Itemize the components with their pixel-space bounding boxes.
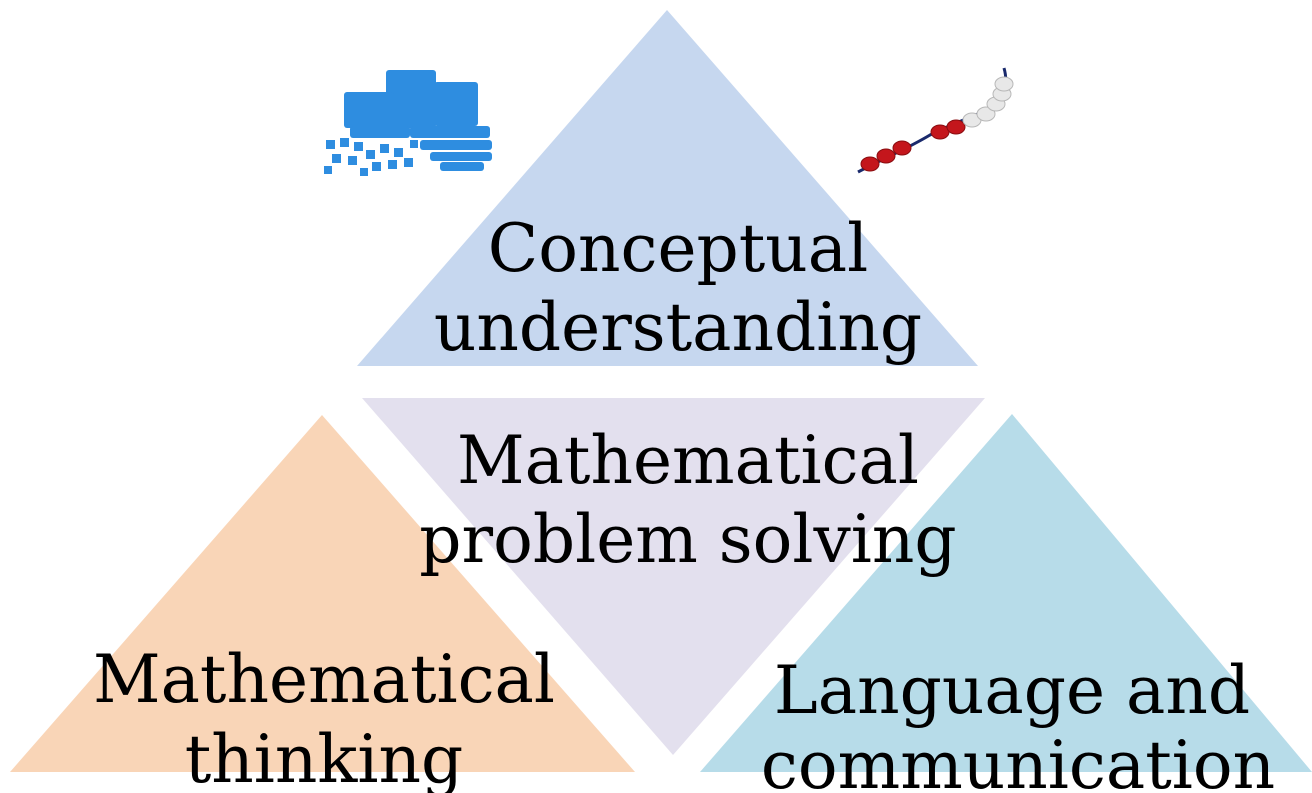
label-mathematical-thinking-line1: Mathematical [93, 641, 555, 718]
label-mathematical-thinking-line2: thinking [185, 721, 464, 793]
triangle-left [10, 415, 635, 772]
bead [946, 119, 966, 135]
bead [976, 106, 996, 122]
base-ten-blocks-picture [324, 70, 492, 176]
label-problem-solving-line2: problem solving [419, 501, 956, 578]
bead [860, 156, 880, 172]
bead-string-picture [857, 67, 1014, 174]
label-conceptual-understanding-line2: understanding [434, 289, 922, 366]
triangle-right [700, 414, 1312, 772]
label-language-communication-line1: Language and [774, 652, 1250, 729]
triangle-top [357, 10, 978, 366]
triangle-center [362, 398, 985, 755]
bead [876, 148, 896, 164]
label-language-communication-line2: communication [761, 727, 1275, 793]
bead [994, 76, 1014, 92]
bead [892, 140, 912, 156]
label-conceptual-understanding-line1: Conceptual [488, 210, 869, 287]
bead [930, 124, 950, 140]
label-problem-solving-line1: Mathematical [457, 422, 919, 499]
